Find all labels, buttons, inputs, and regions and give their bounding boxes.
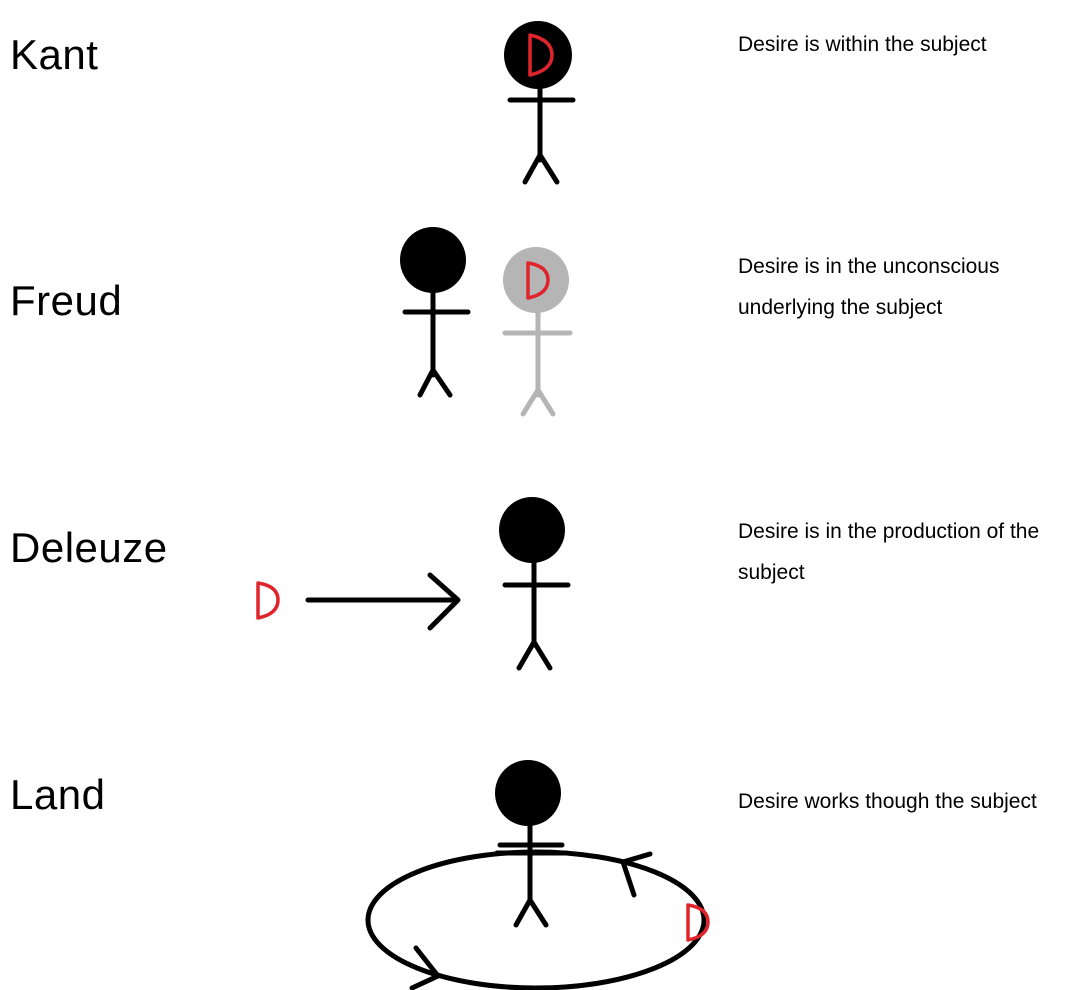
kant-desire-d xyxy=(528,33,554,77)
description-freud: Desire is in the unconscious underlying … xyxy=(738,255,1000,319)
freud-subject-leg-left xyxy=(417,367,436,398)
description-kant: Desire is within the subject xyxy=(738,33,987,56)
deleuze-arrow-head xyxy=(427,572,461,631)
freud-unconscious-head xyxy=(503,247,569,313)
freud-subject-head xyxy=(400,227,466,293)
freud-subject-figure xyxy=(400,227,471,398)
land-subject-leg-left xyxy=(513,897,533,928)
thinker-name-deleuze: Deleuze xyxy=(10,524,168,571)
land-diagram xyxy=(365,760,710,990)
land-subject-head xyxy=(495,760,561,826)
land-circuit-loop xyxy=(365,849,707,990)
kant-figure xyxy=(504,21,576,185)
deleuze-subject-head xyxy=(499,497,565,563)
deleuze-subject-leg-left xyxy=(516,639,537,671)
thinker-name-land: Land xyxy=(10,771,106,818)
land-desire-d xyxy=(686,903,710,942)
freud-unconscious-figure xyxy=(502,247,573,417)
kant-leg-left xyxy=(522,152,543,185)
land-subject-leg-right xyxy=(527,897,549,928)
freud-unconscious-leg-right xyxy=(535,387,556,417)
kant-head xyxy=(504,21,572,89)
land-loop-arrow-bottom xyxy=(409,945,441,990)
deleuze-subject-leg-right xyxy=(531,639,553,671)
deleuze-diagram xyxy=(256,497,571,671)
thinker-name-kant: Kant xyxy=(10,31,99,78)
thinker-name-freud: Freud xyxy=(10,277,123,324)
description-land: Desire works though the subject xyxy=(738,790,1037,813)
freud-subject-leg-right xyxy=(430,367,453,398)
land-loop-arrow-top xyxy=(620,851,653,898)
freud-desire-d xyxy=(526,261,550,300)
freud-unconscious-leg-left xyxy=(520,387,541,417)
deleuze-desire-d xyxy=(256,581,280,620)
kant-leg-right xyxy=(537,152,560,185)
description-deleuze: Desire is in the production of the subje… xyxy=(738,520,1040,584)
